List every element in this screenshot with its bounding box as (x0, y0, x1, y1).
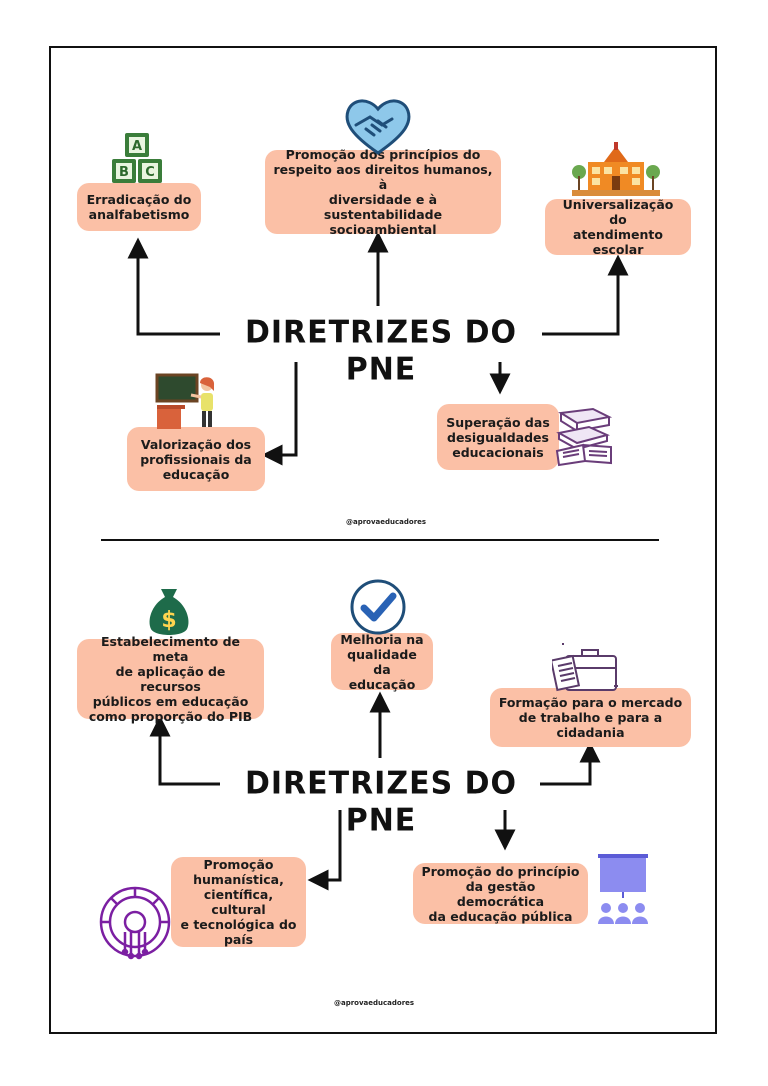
bottom-credit: @aprovaeducadores (334, 999, 415, 1007)
briefcase-document-icon (552, 643, 618, 692)
arrow-to-valorizacao (261, 362, 298, 466)
top-title: DIRETRIZES DO PNE (244, 314, 518, 388)
arrow-to-erradicacao (127, 237, 220, 336)
box-promocao-direitos: Promoção dos princípios do respeito aos … (265, 147, 501, 237)
svg-text:$: $ (161, 608, 176, 633)
box-superacao: Superação das desigualdades educacionais (437, 404, 559, 470)
school-building-icon (572, 142, 660, 196)
arrow-to-universalizacao (542, 254, 629, 336)
money-bag-icon: $ (149, 589, 189, 635)
box-erradicacao: Erradicação do analfabetismo (77, 183, 201, 231)
box-gestao-democratica: Promoção do princípio da gestão democrát… (413, 863, 588, 924)
presentation-audience-icon (598, 854, 648, 924)
svg-text:A: A (132, 139, 142, 154)
box-estabelecimento: Estabelecimento de meta de aplicação de … (77, 634, 264, 724)
box-promocao-humanistica: Promoção humanística, científica, cultur… (171, 857, 306, 947)
svg-text:C: C (145, 165, 155, 180)
box-universalizacao: Universalização do atendimento escolar (545, 197, 691, 257)
arrow-to-estabelecimento (149, 715, 220, 786)
checkmark-circle-icon (350, 579, 406, 635)
bottom-title: DIRETRIZES DO PNE (244, 765, 518, 839)
arrow-to-promocao-humanistica (307, 810, 342, 891)
teacher-chalkboard-icon (155, 373, 215, 429)
handshake-heart-icon (345, 99, 411, 155)
books-icon (555, 407, 613, 467)
section-divider (101, 539, 659, 541)
svg-text:B: B (119, 165, 129, 180)
box-melhoria: Melhoria na qualidade da educação (331, 632, 433, 692)
box-valorizacao: Valorização dos profissionais da educaçã… (127, 427, 265, 491)
arrow-to-formacao (540, 741, 601, 786)
box-formacao: Formação para o mercado de trabalho e pa… (490, 688, 691, 747)
abc-blocks-icon: A B C (112, 133, 162, 183)
top-credit: @aprovaeducadores (346, 518, 427, 526)
gear-circuit-icon (99, 886, 171, 960)
